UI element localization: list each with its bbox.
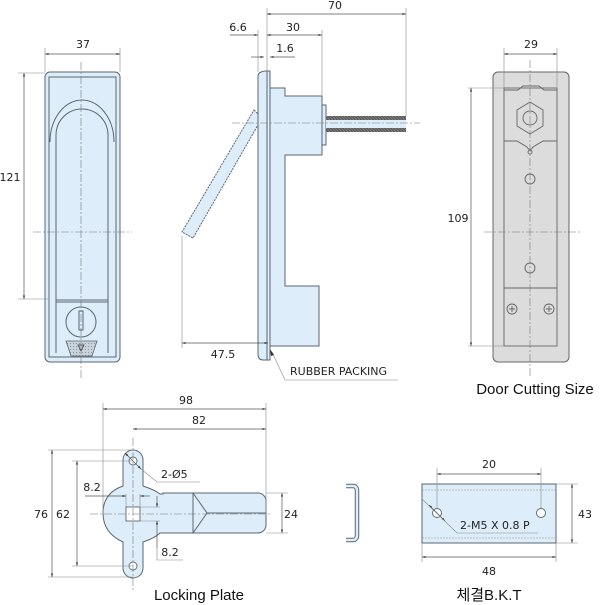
lever-outline: [55, 108, 109, 353]
side-packing-label: 1.6: [276, 42, 294, 55]
bracket-side-profile: [346, 483, 360, 543]
threaded-shaft-bottom: [326, 128, 406, 132]
bracket-caption: 체결B.K.T: [456, 587, 521, 604]
leader-arrow: [270, 349, 274, 356]
arm-width-label: 24: [284, 508, 298, 521]
screw-cross-icon: [509, 306, 552, 312]
arm-length-label: 82: [192, 414, 206, 427]
side-view: 70 6.6 30 1.6 47.5 RUBBER PACKING: [181, 0, 420, 381]
flange: [257, 70, 268, 361]
bracket-view: 20 2-M5 X 0.8 P 43 48 체결B.K.T: [346, 458, 592, 604]
thread-dim-line: [428, 504, 446, 522]
rubber-packing-note: RUBBER PACKING: [290, 365, 387, 378]
cut-height-label: 109: [448, 212, 469, 225]
push-button-icon: [65, 340, 98, 357]
threaded-shaft-top: [326, 116, 406, 120]
screw-left-icon: [506, 303, 518, 315]
plate-length-label: 98: [179, 394, 193, 407]
square-top-label: 8.2: [83, 481, 101, 494]
rubber-packing-leader: [271, 351, 398, 381]
hex-hole-icon: [522, 110, 538, 126]
lever-arch: [49, 99, 115, 143]
side-flange-label: 6.6: [229, 21, 247, 34]
screw-right-icon: [543, 303, 555, 315]
door-cutting-caption: Door Cutting Size: [476, 381, 594, 398]
handle-inner-frame: [48, 76, 117, 358]
hole-note: 2-Ø5: [161, 468, 188, 481]
cut-width-label: 29: [524, 38, 538, 51]
cutout-top-notch: [504, 85, 557, 91]
cutout-outer: [492, 71, 570, 363]
square-side-label: 8.2: [161, 546, 179, 559]
locking-plate-view: 98 82 2-Ø5 8.2 8.2 76 62 24 Locking Pl: [34, 394, 298, 604]
bracket-height-label: 43: [578, 508, 592, 521]
bracket-hole-right: [536, 508, 546, 518]
bracket-plate: [421, 483, 557, 544]
hole-leader: [140, 468, 200, 483]
side-body-depth-label: 30: [286, 21, 300, 34]
door-cutting-view: 29 109 Door Cutting Size: [448, 38, 594, 398]
shaft-core: [326, 120, 406, 128]
bracket-width-label: 48: [482, 565, 496, 578]
plate-chamfer-line: [192, 492, 266, 534]
bracket-side-fill: [346, 484, 359, 542]
hole-pitch-label: 62: [56, 508, 70, 521]
front-width-label: 37: [76, 38, 90, 51]
lock-body: [269, 87, 323, 347]
square-side-leader: [156, 548, 183, 561]
swung-handle: [181, 109, 263, 239]
thread-note: 2-M5 X 0.8 P: [460, 519, 530, 532]
bracket-pitch-label: 20: [482, 458, 496, 471]
handle-body: [44, 71, 121, 363]
locking-plate-caption: Locking Plate: [154, 587, 244, 604]
front-view: 37 121: [0, 38, 132, 380]
side-swing-label: 47.5: [211, 348, 236, 361]
shaft-collar: [321, 104, 327, 146]
front-height-label: 121: [0, 171, 21, 184]
thread-leader: [421, 498, 538, 534]
plate-height-label: 76: [34, 508, 48, 521]
cutout-inner: [503, 87, 558, 347]
side-overall-depth-label: 70: [328, 0, 342, 12]
